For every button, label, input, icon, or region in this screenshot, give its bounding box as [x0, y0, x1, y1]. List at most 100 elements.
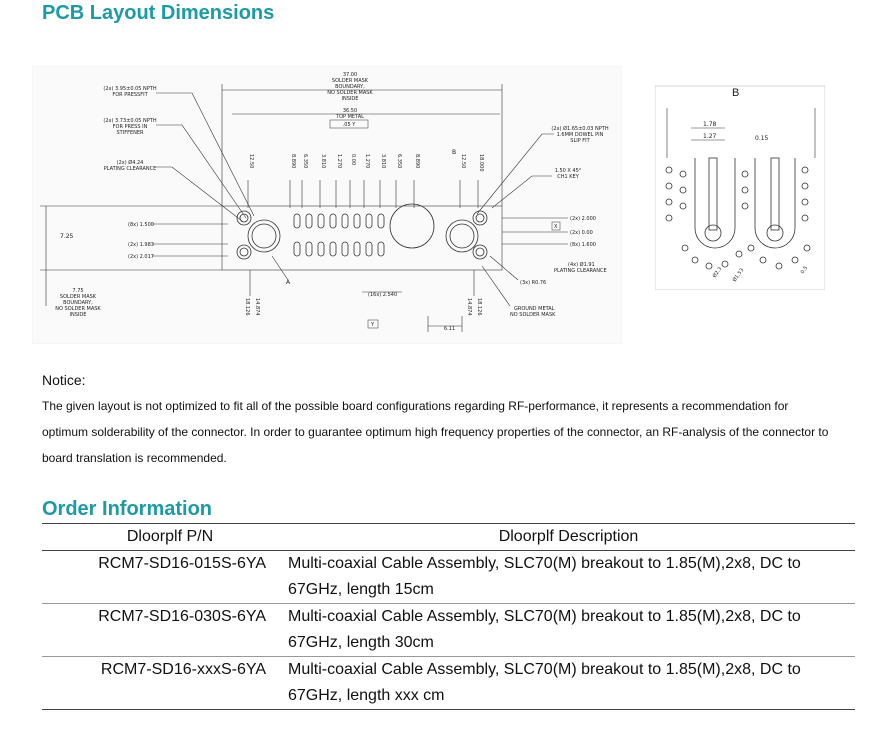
column-dimension-label: 1.270 [364, 154, 370, 168]
signal-pad [305, 213, 313, 229]
svg-text:NO SOLDER MASK: NO SOLDER MASK [510, 312, 556, 318]
via-dot [721, 260, 729, 268]
via-dot [691, 256, 699, 264]
via-dot [741, 170, 749, 178]
signal-pad [329, 241, 337, 257]
svg-text:7.75: 7.75 [72, 288, 83, 294]
svg-text:Ø2.3: Ø2.3 [711, 265, 724, 279]
svg-text:(2x) Ø1.65±0.03 NPTH: (2x) Ø1.65±0.03 NPTH [551, 125, 608, 132]
via-dot [679, 202, 687, 210]
svg-text:(2x) Ø4.24: (2x) Ø4.24 [117, 159, 144, 166]
via-dot [681, 244, 689, 252]
top-metal-dimension: 36.50 TOP METAL .05 Y [329, 108, 369, 129]
part-number: RCM7-SD16-030S-6YA [42, 603, 282, 657]
svg-text:7.25: 7.25 [60, 233, 74, 240]
svg-text:FOR PRESSFIT: FOR PRESSFIT [112, 92, 148, 98]
svg-text:14.874: 14.874 [254, 298, 260, 316]
svg-text:BOUNDARY,: BOUNDARY, [63, 300, 93, 306]
svg-text:0.15: 0.15 [755, 135, 769, 142]
connector-footprint: 7.25 [40, 203, 503, 298]
svg-text:TOP METAL: TOP METAL [335, 114, 364, 120]
left-bottom-note: 7.75 SOLDER MASK BOUNDARY, NO SOLDER MAS… [55, 288, 101, 318]
svg-text:INSIDE: INSIDE [342, 96, 359, 102]
svg-text:1.50 X 45°: 1.50 X 45° [555, 168, 582, 174]
svg-text:SOLDER MASK: SOLDER MASK [60, 294, 97, 300]
column-dimension-label: 0.00 [350, 154, 356, 165]
svg-text:0.5: 0.5 [800, 265, 809, 275]
notice-body: The given layout is not optimized to fit… [42, 399, 829, 465]
svg-text:(2x) 2.000: (2x) 2.000 [570, 216, 596, 222]
column-dimension-label: 3.810 [320, 154, 326, 168]
column-dimension-label: 12.50 [248, 154, 254, 168]
bottom-dimensions: 18.126 14.874 (16x) 2.540 14.874 18.126 … [244, 149, 556, 332]
signal-pad [377, 213, 385, 229]
via-dot [665, 182, 673, 190]
via-dot [759, 256, 767, 264]
part-description: Multi-coaxial Cable Assembly, SLC70(M) b… [282, 603, 855, 657]
signal-pad [365, 241, 373, 257]
svg-text:(8x) 1.600: (8x) 1.600 [570, 242, 596, 248]
svg-text:SLIP FIT: SLIP FIT [570, 138, 590, 144]
detail-view-b: B 1.78 1.27 0.15 Ø2.3 Ø1.53 0.5 [655, 85, 825, 290]
via-dot [665, 198, 673, 206]
svg-text:PLATING CLEARANCE: PLATING CLEARANCE [554, 268, 607, 274]
via-dot [801, 198, 809, 206]
signal-pad [329, 213, 337, 229]
via-dot [775, 262, 783, 270]
header-pn: Dloorplf P/N [42, 523, 282, 551]
via-dot [741, 186, 749, 194]
part-description: Multi-coaxial Cable Assembly, SLC70(M) b… [282, 550, 855, 604]
header-description: Dloorplf Description [282, 523, 855, 551]
column-dimension-label: 8.890 [290, 154, 296, 168]
top-dimension-text: 37.00 SOLDER MASK BOUNDARY, NO SOLDER MA… [327, 72, 373, 102]
left-row-dimensions: (8x) 1.500 (2x) 1.983 (2x) 2.017 [128, 222, 154, 260]
right-callouts: (2x) Ø1.65±0.03 NPTH 1.6MM DOWEL PIN SLI… [551, 125, 608, 180]
signal-pad [293, 241, 301, 257]
column-dimension-label: 8.890 [414, 154, 420, 168]
via-dot [747, 244, 755, 252]
signal-pad [377, 241, 385, 257]
svg-text:(2x) 3.95±0.05 NPTH: (2x) 3.95±0.05 NPTH [103, 86, 156, 92]
left-callouts: (2x) 3.95±0.05 NPTH FOR PRESSFIT (2x) 3.… [103, 86, 156, 172]
column-dimension-label: 3.810 [380, 154, 386, 168]
svg-text:.05 Y: .05 Y [343, 122, 357, 128]
notice-heading: Notice: [42, 372, 86, 388]
part-description: Multi-coaxial Cable Assembly, SLC70(M) b… [282, 656, 855, 710]
via-dot [791, 256, 799, 264]
svg-text:(16x) 2.540: (16x) 2.540 [368, 292, 397, 298]
page-title: PCB Layout Dimensions [42, 2, 275, 24]
svg-text:SOLDER MASK: SOLDER MASK [332, 78, 369, 84]
via-dot [801, 166, 809, 174]
via-dot [803, 244, 811, 252]
column-dimension-label: 18.000 [478, 154, 484, 172]
via-dot [705, 262, 713, 270]
column-dimension-label: 6.350 [396, 154, 402, 168]
svg-text:(2x) 2.017: (2x) 2.017 [128, 254, 154, 260]
signal-pad [341, 241, 349, 257]
svg-text:(2x) 1.983: (2x) 1.983 [128, 242, 154, 248]
signal-pad [365, 213, 373, 229]
svg-text:NO SOLDER MASK: NO SOLDER MASK [55, 306, 101, 312]
table-row: RCM7-SD16-030S-6YA Multi-coaxial Cable A… [42, 603, 855, 657]
column-dimension-label: 12.50 [460, 154, 466, 168]
via-dot [735, 250, 743, 258]
svg-text:6.11: 6.11 [444, 326, 455, 332]
pcb-layout-drawing: 37.00 SOLDER MASK BOUNDARY, NO SOLDER MA… [32, 66, 622, 344]
signal-pad [353, 213, 361, 229]
svg-text:GROUND METAL: GROUND METAL [514, 306, 555, 312]
part-number: RCM7-SD16-015S-6YA [42, 550, 282, 604]
svg-text:FOR PRESS IN: FOR PRESS IN [113, 124, 148, 130]
svg-text:(4x) Ø1.91: (4x) Ø1.91 [568, 261, 595, 268]
svg-text:NO SOLDER MASK: NO SOLDER MASK [327, 90, 373, 96]
svg-text:1.6MM DOWEL PIN: 1.6MM DOWEL PIN [557, 132, 604, 138]
order-table: Dloorplf P/N Dloorplf Description RCM7-S… [42, 523, 855, 710]
table-row: RCM7-SD16-xxxS-6YA Multi-coaxial Cable A… [42, 656, 855, 710]
svg-text:CH1 KEY: CH1 KEY [557, 174, 579, 180]
svg-text:1.27: 1.27 [703, 133, 717, 140]
order-table-header: Dloorplf P/N Dloorplf Description [42, 523, 855, 551]
svg-text:36.50: 36.50 [343, 108, 357, 114]
via-dot [665, 166, 673, 174]
signal-pad [353, 241, 361, 257]
table-row: RCM7-SD16-015S-6YA Multi-coaxial Cable A… [42, 550, 855, 604]
